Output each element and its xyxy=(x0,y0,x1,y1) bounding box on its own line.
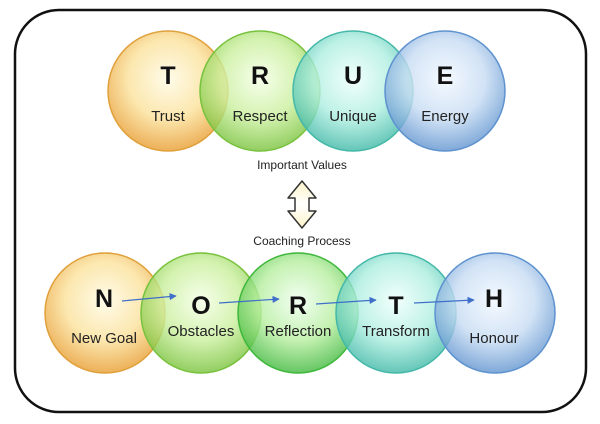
word-reflection: Reflection xyxy=(265,323,332,340)
letter-r-process: R xyxy=(289,292,307,320)
circle-unique: U Unique xyxy=(292,30,414,152)
word-unique: Unique xyxy=(329,108,377,125)
letter-r: R xyxy=(251,62,269,90)
circle-obstacles: O Obstacles xyxy=(140,252,262,374)
arrow-t-to-h xyxy=(413,296,475,304)
arrow-n-to-o xyxy=(121,293,177,302)
word-transform: Transform xyxy=(362,323,430,340)
letter-t: T xyxy=(160,62,175,90)
flow-arrows xyxy=(121,293,475,305)
important-values-caption: Important Values xyxy=(257,158,347,172)
word-honour: Honour xyxy=(469,330,518,347)
true-values-row: T Trust R Respect U Unique E Energy xyxy=(107,30,506,152)
circle-energy: E Energy xyxy=(384,30,506,152)
double-arrow-icon xyxy=(287,180,317,229)
word-obstacles: Obstacles xyxy=(168,323,235,340)
north-process-row: N New Goal O Obstacles R Reflection T Tr… xyxy=(44,252,556,374)
coaching-process-caption: Coaching Process xyxy=(253,234,350,248)
letter-h: H xyxy=(485,285,503,313)
circle-respect: R Respect xyxy=(199,30,321,152)
circle-honour: H Honour xyxy=(434,252,556,374)
word-new-goal: New Goal xyxy=(71,330,137,347)
arrow-r-to-t xyxy=(315,296,377,305)
word-respect: Respect xyxy=(232,108,288,125)
letter-t-process: T xyxy=(388,292,403,320)
arrow-o-to-r xyxy=(218,295,280,304)
word-trust: Trust xyxy=(151,108,185,125)
letter-o: O xyxy=(191,292,210,320)
word-energy: Energy xyxy=(421,108,469,125)
letter-u: U xyxy=(344,62,362,90)
letter-e: E xyxy=(437,62,454,90)
letter-n: N xyxy=(95,285,113,313)
circle-new-goal: N New Goal xyxy=(44,252,166,374)
